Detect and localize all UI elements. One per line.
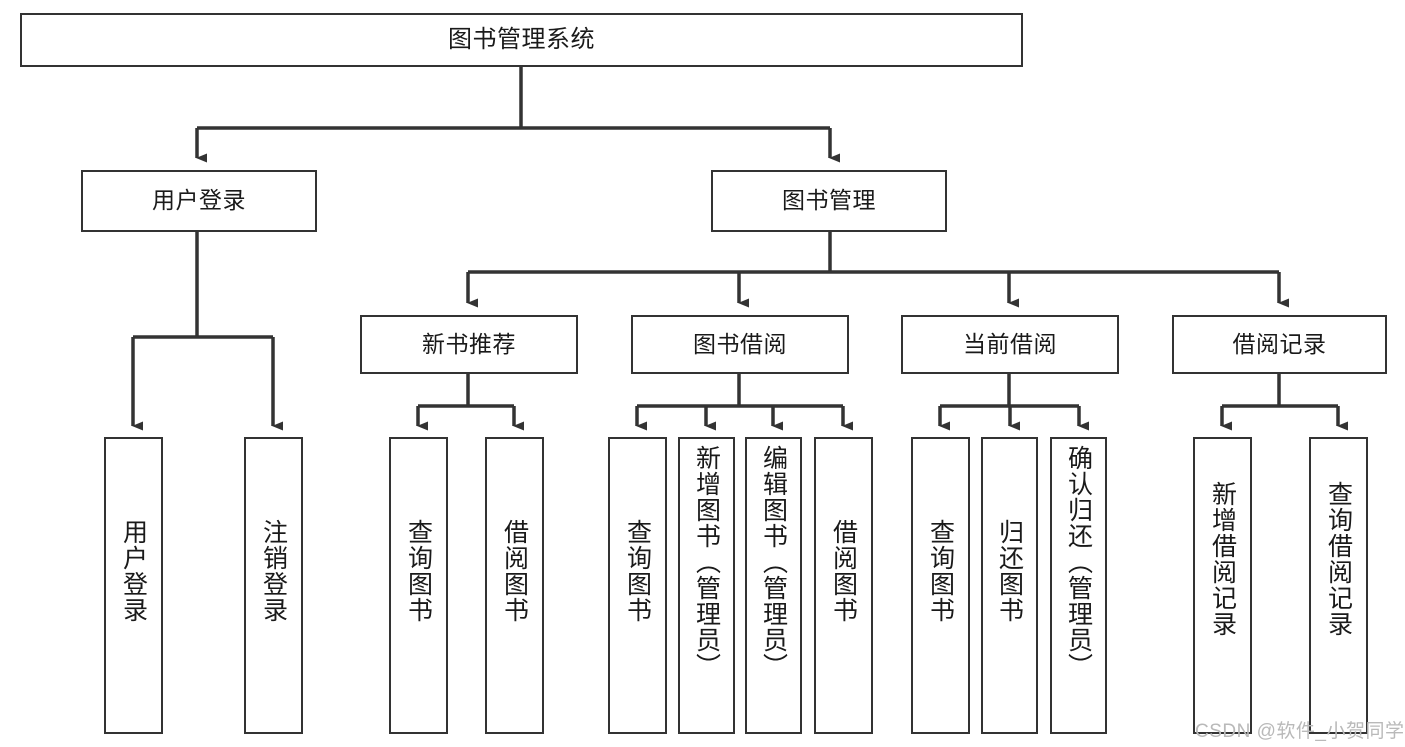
node-book-manage[interactable]: 图书管理 (711, 170, 947, 232)
node-root-system[interactable]: 图书管理系统 (20, 13, 1023, 67)
node-label: 新增图书（管理员） (692, 445, 721, 679)
node-label: 用户登录 (152, 187, 246, 214)
node-label: 查询图书 (404, 519, 433, 623)
csdn-watermark: CSDN @软件_小贺同学 (1195, 721, 1405, 742)
node-label: 当前借阅 (963, 330, 1057, 357)
node-leaf-edit-book[interactable]: 编辑图书（管理员） (745, 437, 802, 734)
node-label: 注销登录 (259, 519, 288, 623)
node-label: 借阅图书 (500, 519, 529, 623)
node-borrow-record[interactable]: 借阅记录 (1172, 315, 1387, 374)
node-label: 图书借阅 (693, 330, 787, 357)
node-leaf-user-login[interactable]: 用户登录 (104, 437, 163, 734)
node-leaf-confirm-return[interactable]: 确认归还（管理员） (1050, 437, 1107, 734)
node-label: 查询借阅记录 (1324, 481, 1353, 637)
node-label: 图书管理系统 (448, 25, 595, 53)
node-label: 新增借阅记录 (1208, 481, 1237, 637)
node-leaf-logout[interactable]: 注销登录 (244, 437, 303, 734)
node-leaf-borrow-book-1[interactable]: 借阅图书 (485, 437, 544, 734)
node-new-book-recommend[interactable]: 新书推荐 (360, 315, 578, 374)
node-book-borrow[interactable]: 图书借阅 (631, 315, 849, 374)
node-leaf-add-record[interactable]: 新增借阅记录 (1193, 437, 1252, 734)
node-label: 确认归还（管理员） (1064, 445, 1093, 679)
node-label: 借阅记录 (1232, 330, 1327, 357)
node-leaf-return-book[interactable]: 归还图书 (981, 437, 1038, 734)
node-label: 借阅图书 (829, 519, 858, 623)
node-current-borrow[interactable]: 当前借阅 (901, 315, 1119, 374)
node-label: 新书推荐 (422, 330, 516, 357)
node-label: 图书管理 (782, 187, 876, 214)
node-leaf-query-record[interactable]: 查询借阅记录 (1309, 437, 1368, 734)
node-user-login[interactable]: 用户登录 (81, 170, 317, 232)
node-label: 归还图书 (995, 519, 1024, 623)
node-leaf-query-book-1[interactable]: 查询图书 (389, 437, 448, 734)
node-label: 编辑图书（管理员） (759, 445, 788, 679)
node-leaf-add-book[interactable]: 新增图书（管理员） (678, 437, 735, 734)
node-leaf-query-book-3[interactable]: 查询图书 (911, 437, 970, 734)
node-leaf-query-book-2[interactable]: 查询图书 (608, 437, 667, 734)
node-label: 用户登录 (119, 519, 148, 623)
node-label: 查询图书 (926, 519, 955, 623)
node-leaf-borrow-book-2[interactable]: 借阅图书 (814, 437, 873, 734)
node-label: 查询图书 (623, 519, 652, 623)
